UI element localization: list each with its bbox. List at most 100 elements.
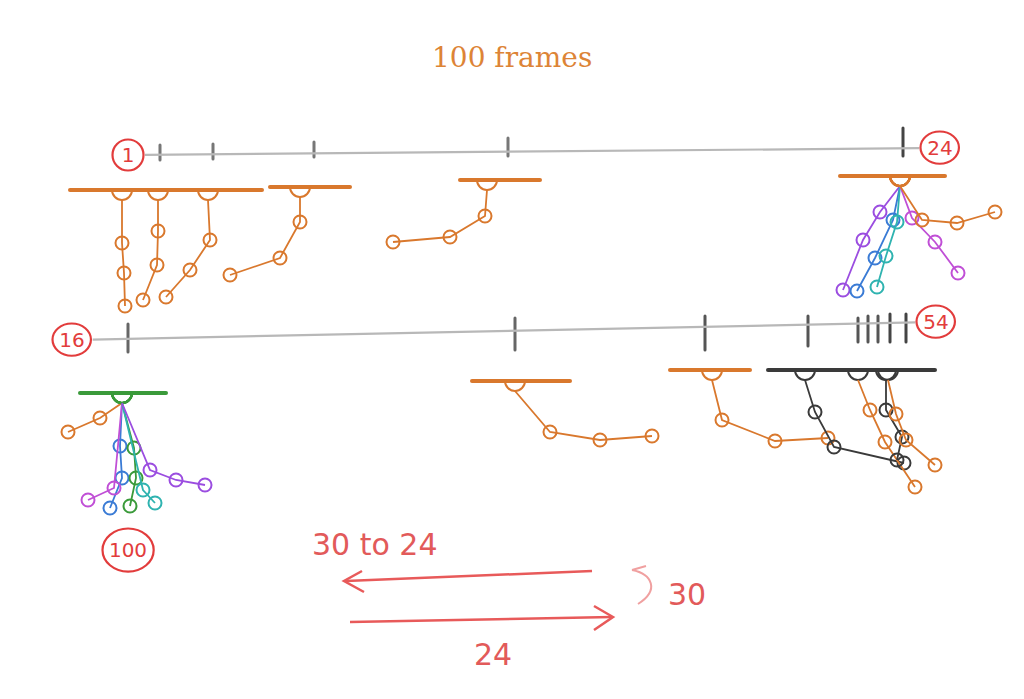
frame-number-circle: 1	[111, 138, 145, 172]
frame-count-note: 30 to 24	[312, 530, 438, 560]
pivot-mount	[112, 190, 132, 200]
pendulum-bead	[114, 440, 127, 453]
timeline-line	[145, 148, 919, 155]
pendulum-bead	[880, 250, 893, 263]
frame-tick	[877, 316, 880, 342]
pendulum-bead	[170, 474, 183, 487]
ceiling-line	[670, 368, 750, 372]
pendulum-chain	[122, 200, 125, 306]
frame-number: 100	[109, 540, 147, 560]
direction-arrow	[346, 571, 592, 581]
pivot-mount	[505, 381, 525, 391]
pendulum-bead	[929, 459, 942, 472]
pivot-mount	[890, 176, 910, 186]
pendulum-chain	[805, 380, 904, 463]
pendulum-chain	[712, 380, 828, 441]
pendulum-bead	[479, 210, 492, 223]
ceiling-line	[70, 188, 262, 192]
pendulum-bead	[909, 481, 922, 494]
pendulum-bead	[294, 216, 307, 229]
pendulum-bead	[274, 252, 287, 265]
pendulum-bead	[891, 216, 904, 229]
pendulum-bead	[871, 281, 884, 294]
frame-tick	[313, 142, 316, 157]
pivot-mount	[890, 176, 910, 186]
ceiling-line	[768, 368, 935, 372]
pendulum-chain	[68, 403, 122, 432]
frame-tick	[867, 316, 870, 342]
pendulum-bead	[151, 259, 164, 272]
frame-tick	[902, 128, 905, 156]
pivot-mount	[795, 370, 815, 380]
pendulum-bead	[716, 414, 729, 427]
pendulum-bead	[952, 267, 965, 280]
frame-tick	[514, 318, 517, 350]
pendulum-chain	[900, 186, 995, 223]
pendulum-bead	[224, 269, 237, 282]
pendulum-bead	[851, 285, 864, 298]
pendulum-bead	[199, 479, 212, 492]
pendulum-bead	[444, 231, 457, 244]
pendulum-bead	[152, 225, 165, 238]
pendulum-chain	[122, 403, 205, 485]
frame-number: 54	[923, 312, 948, 332]
pendulum-bead	[857, 234, 870, 247]
pendulum-bead	[828, 441, 841, 454]
frame-tick	[704, 316, 707, 350]
frame-tick	[507, 138, 510, 156]
frame-tick	[159, 145, 162, 160]
pendulum-chain	[857, 186, 900, 291]
frame-number: 1	[122, 145, 135, 165]
pendulum-bead	[94, 412, 107, 425]
pivot-mount	[890, 176, 910, 186]
pendulum-bead	[544, 426, 557, 439]
pivot-mount	[848, 370, 868, 380]
pendulum-bead	[184, 264, 197, 277]
ceiling-line	[840, 174, 945, 178]
pivot-mount	[198, 190, 218, 200]
pendulum-bead	[119, 300, 132, 313]
pendulum-chain	[843, 186, 900, 290]
pivot-mount	[112, 393, 132, 403]
pendulum-bead	[879, 436, 892, 449]
pendulum-bead	[951, 217, 964, 230]
pendulum-bead	[900, 434, 913, 447]
pendulum-bead	[809, 406, 822, 419]
pendulum-chain	[858, 380, 915, 487]
pendulum-bead	[118, 267, 131, 280]
frame-tick	[807, 316, 810, 346]
timeline-line	[93, 322, 916, 339]
frame-count-note: 30	[668, 580, 706, 610]
frame-tick	[857, 318, 860, 342]
pendulum-bead	[890, 408, 903, 421]
pendulum-bead	[82, 494, 95, 507]
frame-tick	[889, 314, 892, 342]
sketch-title: 100 frames	[432, 44, 592, 72]
frame-number-circle: 54	[915, 304, 956, 339]
pivot-mount	[112, 393, 132, 403]
arrow-head	[594, 606, 613, 630]
pendulum-bead	[769, 435, 782, 448]
pendulum-bead	[104, 502, 117, 515]
frame-number-circle: 16	[51, 322, 92, 357]
pendulum-bead	[137, 484, 150, 497]
ceiling-line	[460, 178, 540, 182]
frame-number-circle: 24	[919, 130, 960, 165]
arrow-head	[344, 571, 364, 592]
pendulum-bead	[891, 454, 904, 467]
pendulum-bead	[594, 434, 607, 447]
pendulum-chain	[143, 200, 158, 300]
pendulum-bead	[989, 206, 1002, 219]
pendulum-bead	[646, 430, 659, 443]
pivot-mount	[702, 370, 722, 380]
pendulum-chain	[877, 186, 900, 287]
pivot-mount	[112, 393, 132, 403]
frame-number: 24	[927, 138, 952, 158]
pendulum-chain	[888, 380, 935, 465]
pendulum-bead	[62, 426, 75, 439]
pendulum-bead	[116, 237, 129, 250]
pendulum-chain	[886, 380, 902, 460]
